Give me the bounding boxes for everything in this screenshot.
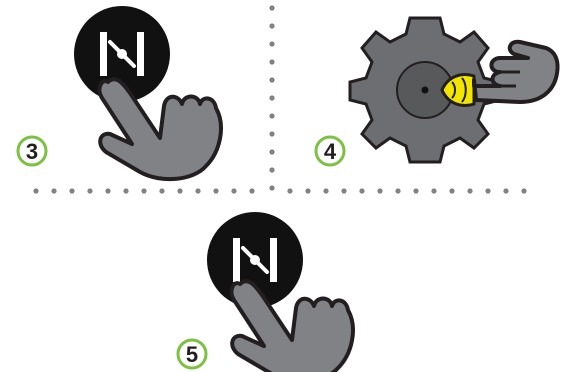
vertical-divider	[269, 5, 275, 191]
step-5-hand-icon	[229, 279, 355, 372]
step-3-button	[74, 6, 170, 102]
step-5-number: 5	[186, 342, 198, 367]
step-3-badge: 3	[16, 135, 48, 167]
step-3-number: 3	[26, 139, 38, 164]
step-4-badge: 4	[314, 135, 346, 167]
step-4-hand-icon	[472, 39, 560, 104]
horizontal-divider	[33, 188, 527, 194]
step-3-hand-icon	[97, 77, 223, 182]
step-3-panel: 3	[16, 6, 223, 182]
step-5-button	[207, 212, 303, 308]
step-5-panel: 5	[176, 212, 355, 372]
step-4-panel: 4	[314, 16, 560, 167]
step-4-pointer-icon	[440, 73, 476, 107]
step-5-badge: 5	[176, 338, 208, 370]
step-4-number: 4	[324, 139, 337, 164]
